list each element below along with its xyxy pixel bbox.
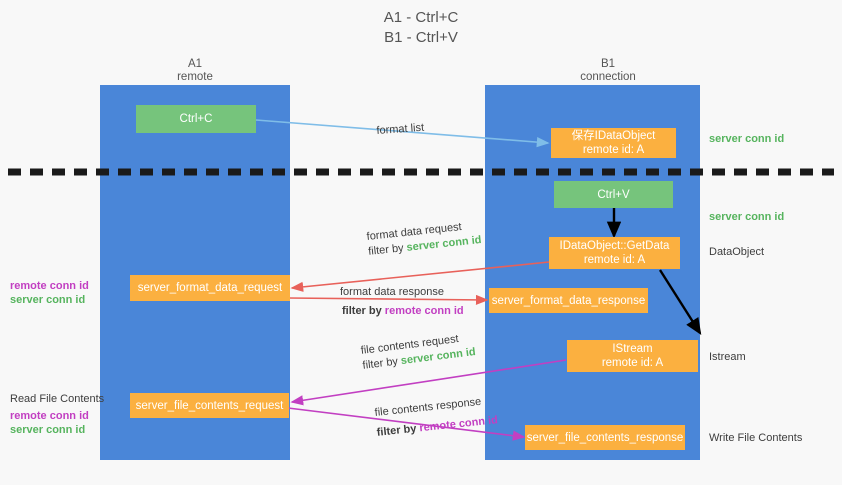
box-ctrl-v-line1: Ctrl+V — [597, 188, 630, 201]
title-line-2: B1 - Ctrl+V — [384, 29, 458, 46]
annotation-server-conn-id-2: server conn id — [10, 424, 86, 436]
annotation-remote-conn-id-2: remote conn id — [10, 410, 89, 422]
box-istream-line2: remote id: A — [601, 357, 664, 369]
annotation-write-file-contents: Write File Contents — [709, 432, 803, 444]
label-format-data-response-line1: format data response — [340, 286, 444, 298]
title-line-1: A1 - Ctrl+C — [383, 9, 459, 26]
box-server-format-data-request-line1: server_format_data_request — [137, 282, 283, 294]
box-ctrl-v[interactable]: Ctrl+V — [554, 181, 673, 208]
annotation-server-conn-id-1: server conn id — [10, 294, 86, 306]
label-file-contents-response: file contents response filter by remote … — [374, 393, 499, 441]
box-server-format-data-request[interactable]: server_format_data_request — [130, 275, 290, 301]
label-format-list: format list — [376, 121, 425, 139]
lane-header-a1: A1 remote — [115, 58, 275, 84]
annotation-group-read-file-contents: Read File Contents remote conn id server… — [10, 392, 104, 437]
annotation-read-file-contents-heading: Read File Contents — [10, 393, 105, 405]
filter-prefix-4: filter by — [376, 422, 421, 439]
box-server-format-data-response-line1: server_format_data_response — [491, 294, 646, 307]
filter-value-remote-conn-id: remote conn id — [384, 305, 464, 317]
label-format-data-request: format data request filter by server con… — [366, 218, 482, 260]
label-format-data-response-filter: filter by remote conn id — [342, 304, 464, 319]
box-getdata[interactable]: IDataObject::GetData remote id: A — [549, 237, 680, 269]
annotation-dataobject: DataObject — [709, 246, 765, 258]
lane-b1-name: B1 — [600, 58, 616, 70]
box-server-file-contents-request-line1: server_file_contents_request — [135, 399, 284, 412]
label-format-data-response: format data response filter by remote co… — [340, 285, 464, 319]
lane-a1-name: A1 — [187, 58, 203, 70]
label-format-list-text: format list — [376, 121, 425, 137]
annotation-remote-conn-id-1: remote conn id — [10, 280, 89, 292]
diagram-title: A1 - Ctrl+C B1 - Ctrl+V — [0, 8, 842, 48]
box-istream[interactable]: IStream remote id: A — [567, 340, 698, 372]
box-save-idataobject[interactable]: 保存IDataObject remote id: A — [551, 128, 676, 158]
box-server-file-contents-response[interactable]: server_file_contents_response — [525, 425, 685, 450]
filter-prefix-3: filter by — [361, 355, 402, 372]
filter-prefix-2: filter by — [342, 305, 385, 317]
box-save-idataobject-line1: 保存IDataObject — [571, 130, 656, 142]
box-ctrl-c[interactable]: Ctrl+C — [136, 105, 256, 133]
annotation-server-conn-id-top: server conn id — [709, 133, 785, 145]
lane-header-b1: B1 connection — [528, 58, 688, 84]
filter-prefix: filter by — [367, 241, 408, 258]
box-istream-line1: IStream — [612, 343, 653, 355]
box-server-file-contents-response-line1: server_file_contents_response — [526, 431, 684, 444]
box-save-idataobject-line2: remote id: A — [582, 144, 645, 156]
box-ctrl-c-line1: Ctrl+C — [179, 113, 213, 125]
box-getdata-line1: IDataObject::GetData — [559, 240, 670, 252]
annotation-group-format-conn-ids: remote conn id server conn id — [10, 279, 89, 307]
lane-a1-role: remote — [177, 71, 213, 83]
annotation-server-conn-id-mid: server conn id — [709, 211, 785, 223]
box-server-format-data-response[interactable]: server_format_data_response — [489, 288, 648, 313]
box-getdata-line2: remote id: A — [583, 254, 646, 266]
lane-b1-role: connection — [580, 71, 636, 83]
label-file-contents-request: file contents request filter by server c… — [360, 330, 477, 374]
box-server-file-contents-request[interactable]: server_file_contents_request — [130, 393, 289, 418]
annotation-istream: Istream — [709, 351, 746, 363]
